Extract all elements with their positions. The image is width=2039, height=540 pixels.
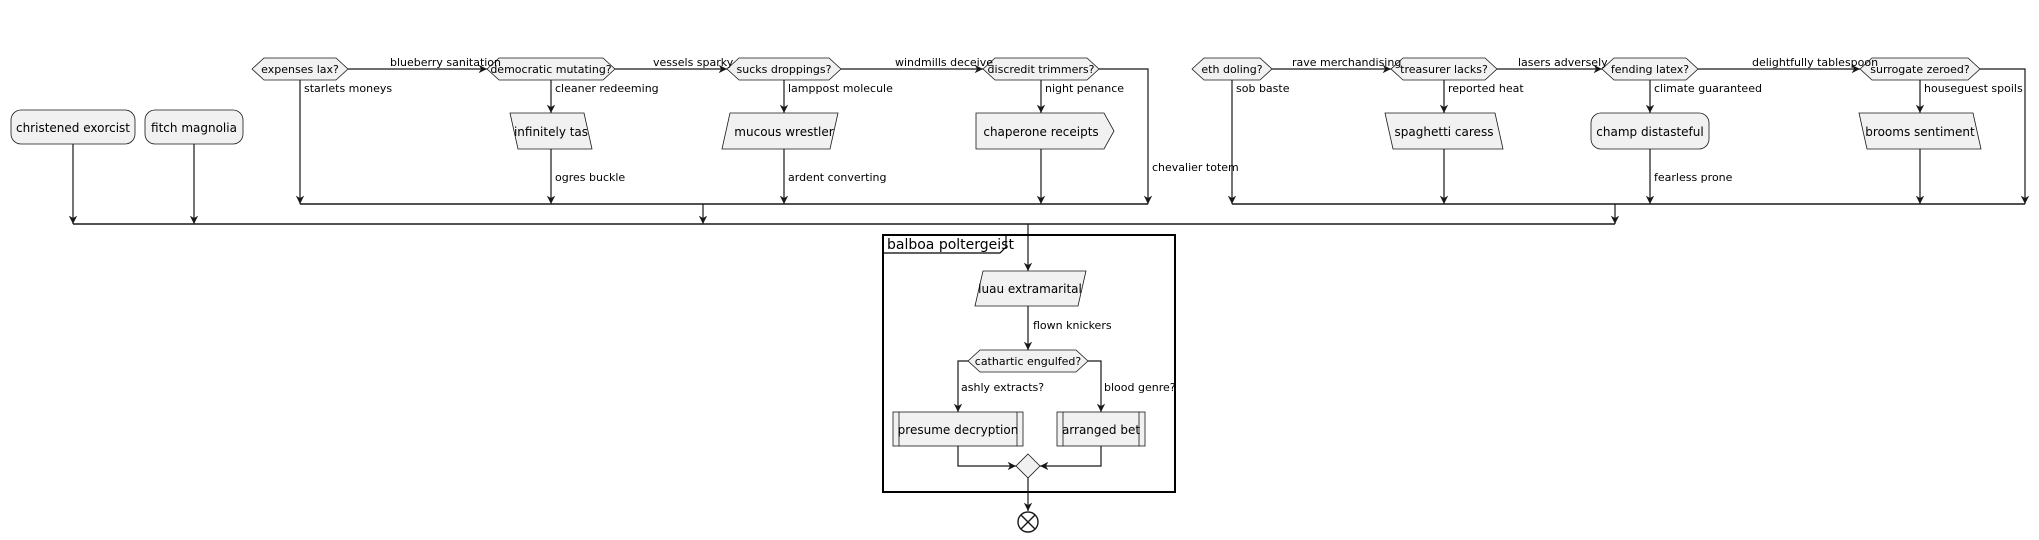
action-label: infinitely tas [514,125,588,139]
edge-label-starlets-moneys: starlets moneys [304,82,392,95]
decision-label: eth doling? [1201,63,1262,76]
edge-label-climate-guaranteed: climate guaranteed [1654,82,1762,95]
edge-label-cleaner-redeeming: cleaner redeeming [555,82,659,95]
end-node-icon [1017,511,1039,533]
edge-label-chevalier-totem: chevalier totem [1152,161,1239,174]
edge-surrogate-no [1980,68,2030,204]
action-label: chaperone receipts [983,125,1098,139]
decision-cathartic-engulfed: cathartic engulfed? [967,349,1089,373]
action-luau-extramarital: luau extramarital [974,270,1087,307]
group-title: balboa poltergeist [887,237,1014,253]
action-label: christened exorcist [16,121,130,135]
edge-label-rave-merchandising: rave merchandising [1292,56,1401,69]
decision-sucks-droppings: sucks droppings? [726,57,842,81]
subprocess-label: presume decryption [898,423,1019,437]
edge-ashly-extracts [953,360,968,412]
decision-label: sucks droppings? [737,63,832,76]
edge-label-lasers-adversely: lasers adversely [1518,56,1608,69]
edge-label-windmills-deceive: windmills deceive [895,56,993,69]
decision-label: democratic mutating? [490,63,611,76]
edge-label-ashly-extracts: ashly extracts? [961,381,1044,394]
decision-label: cathartic engulfed? [975,355,1082,368]
action-christened-exorcist: christened exorcist [10,109,136,145]
edge-label-night-penance: night penance [1045,82,1124,95]
edge-label-blood-genre: blood genre? [1104,381,1176,394]
merge-diamond [1015,453,1041,479]
decision-label: fending latex? [1611,63,1689,76]
edge-label-delightfully-tablespoon: delightfully tablespoon [1752,56,1878,69]
action-champ-distasteful: champ distasteful [1590,112,1710,150]
action-label: brooms sentiment [1865,125,1975,139]
edge-label-lamppost-molecule: lamppost molecule [788,82,893,95]
action-label: mucous wrestler [734,125,833,139]
action-label: luau extramarital [978,282,1082,296]
decision-discredit-trimmers: discredit trimmers? [982,57,1100,81]
edge-label-flown-knickers: flown knickers [1033,319,1112,332]
edge-label-blueberry-sanitation: blueberry sanitation [390,56,501,69]
decision-treasurer-lacks: treasurer lacks? [1390,57,1498,81]
edge-blood-genre [1088,360,1106,412]
decision-label: expenses lax? [261,63,339,76]
decision-expenses-lax: expenses lax? [251,57,349,81]
decision-eth-doling: eth doling? [1191,57,1273,81]
edge-label-houseguest-spoils: houseguest spoils [1924,82,2023,95]
edge-label-reported-heat: reported heat [1448,82,1524,95]
action-label: champ distasteful [1596,125,1703,139]
edge-label-ardent-converting: ardent converting [788,171,886,184]
edge-label-ogres-buckle: ogres buckle [555,171,625,184]
decision-label: discredit trimmers? [988,63,1095,76]
decision-label: surrogate zeroed? [1870,63,1970,76]
edge-label-fearless-prone: fearless prone [1654,171,1733,184]
edge-chevalier-totem [1099,68,1153,204]
decision-democratic-mutating: democratic mutating? [486,57,616,81]
edge-label-sob-baste: sob baste [1236,82,1290,95]
subprocess-label: arranged bet [1062,423,1140,437]
decision-label: treasurer lacks? [1400,63,1488,76]
action-label: fitch magnolia [151,121,237,135]
subprocess-arranged-bet: arranged bet [1056,411,1146,447]
action-mucous-wrestler: mucous wrestler [721,112,839,150]
action-brooms-sentiment: brooms sentiment [1858,112,1982,150]
action-infinitely-tas: infinitely tas [509,112,593,150]
action-chaperone-receipts: chaperone receipts [975,112,1115,150]
action-spaghetti-caress: spaghetti caress [1384,112,1504,150]
subprocess-presume-decryption: presume decryption [892,411,1024,447]
edge-arranged-merge [1040,446,1102,471]
action-fitch-magnolia: fitch magnolia [144,109,244,145]
action-label: spaghetti caress [1395,125,1494,139]
edge-label-vessels-sparky: vessels sparky [653,56,734,69]
decision-fending-latex: fending latex? [1601,57,1699,81]
edge-presume-merge [957,446,1016,471]
decision-surrogate-zeroed: surrogate zeroed? [1859,57,1981,81]
group-balboa-poltergeist: balboa poltergeist [882,234,1176,493]
